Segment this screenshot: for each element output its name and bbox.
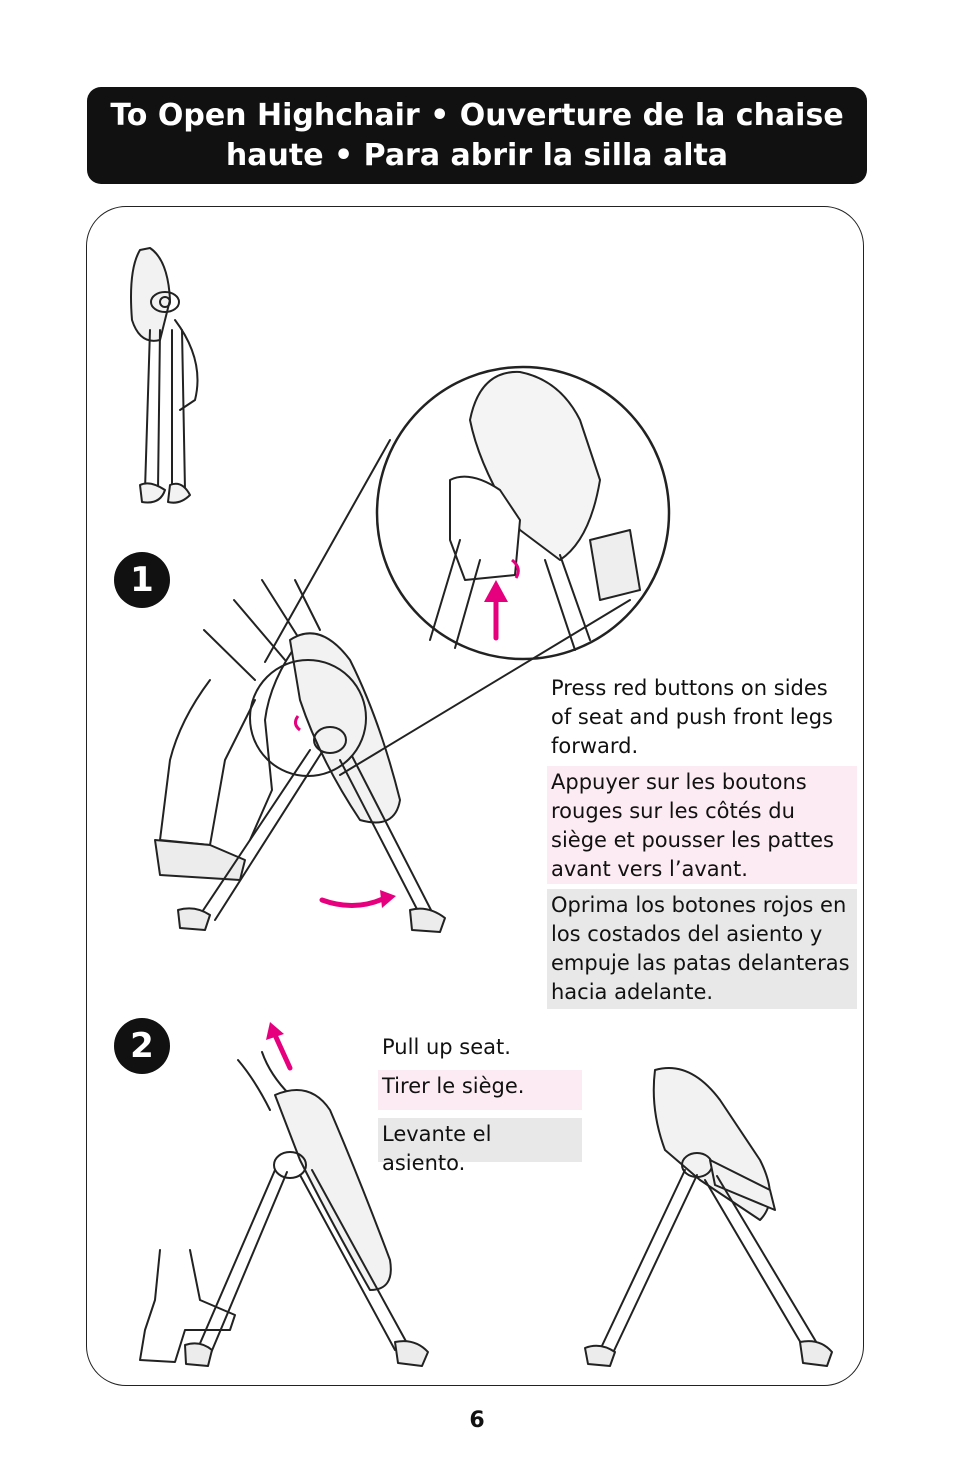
step2-text-en: Pull up seat. bbox=[382, 1035, 511, 1059]
arrow-heads bbox=[266, 580, 508, 1040]
step2-text-es: Levante el asiento. bbox=[378, 1118, 582, 1175]
step2-text-fr: Tirer le siège. bbox=[378, 1070, 582, 1110]
step1-scene-illustration bbox=[154, 579, 446, 933]
step1-text-fr: Appuyer sur les boutons rouges sur les c… bbox=[547, 766, 857, 884]
zoom-detail-illustration bbox=[375, 365, 671, 661]
page-number: 6 bbox=[469, 1408, 485, 1433]
step-number-2: 2 bbox=[114, 1018, 170, 1074]
section-title: To Open Highchair • Ouverture de la chai… bbox=[110, 97, 844, 173]
open-highchair-illustration bbox=[584, 1067, 833, 1367]
step-number-1: 1 bbox=[114, 552, 170, 608]
step1-text-en: Press red buttons on sides of seat and p… bbox=[551, 676, 833, 758]
step1-text-es: Oprima los botones rojos en los costados… bbox=[547, 889, 857, 1009]
folded-highchair-illustration bbox=[130, 247, 199, 504]
section-title-bar: To Open Highchair • Ouverture de la chai… bbox=[87, 87, 867, 184]
step2-left-illustration bbox=[139, 1051, 429, 1367]
action-arrows bbox=[272, 597, 499, 1071]
instruction-frame bbox=[86, 206, 864, 1386]
